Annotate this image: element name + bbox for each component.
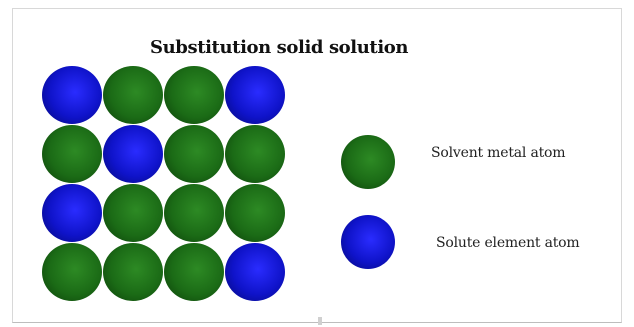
solvent-atom <box>225 184 285 242</box>
diagram-title: Substitution solid solution <box>150 37 409 58</box>
solvent-atom <box>103 66 163 124</box>
solute-atom <box>42 184 102 242</box>
solvent-atom <box>42 243 102 301</box>
solvent-atom <box>164 66 224 124</box>
divider-tick <box>318 317 322 325</box>
solvent-atom <box>164 125 224 183</box>
atom-lattice <box>42 66 286 301</box>
solvent-atom <box>225 125 285 183</box>
legend-solute-atom <box>341 215 395 269</box>
solvent-atom <box>42 125 102 183</box>
solute-atom <box>225 243 285 301</box>
legend-solute-label: Solute element atom <box>436 235 580 251</box>
legend-solvent-label: Solvent metal atom <box>431 145 566 161</box>
solvent-atom <box>164 243 224 301</box>
solute-atom <box>103 125 163 183</box>
solvent-atom <box>103 184 163 242</box>
solvent-atom <box>164 184 224 242</box>
solute-atom <box>42 66 102 124</box>
solute-atom <box>225 66 285 124</box>
legend-solvent-atom <box>341 135 395 189</box>
solvent-atom <box>103 243 163 301</box>
